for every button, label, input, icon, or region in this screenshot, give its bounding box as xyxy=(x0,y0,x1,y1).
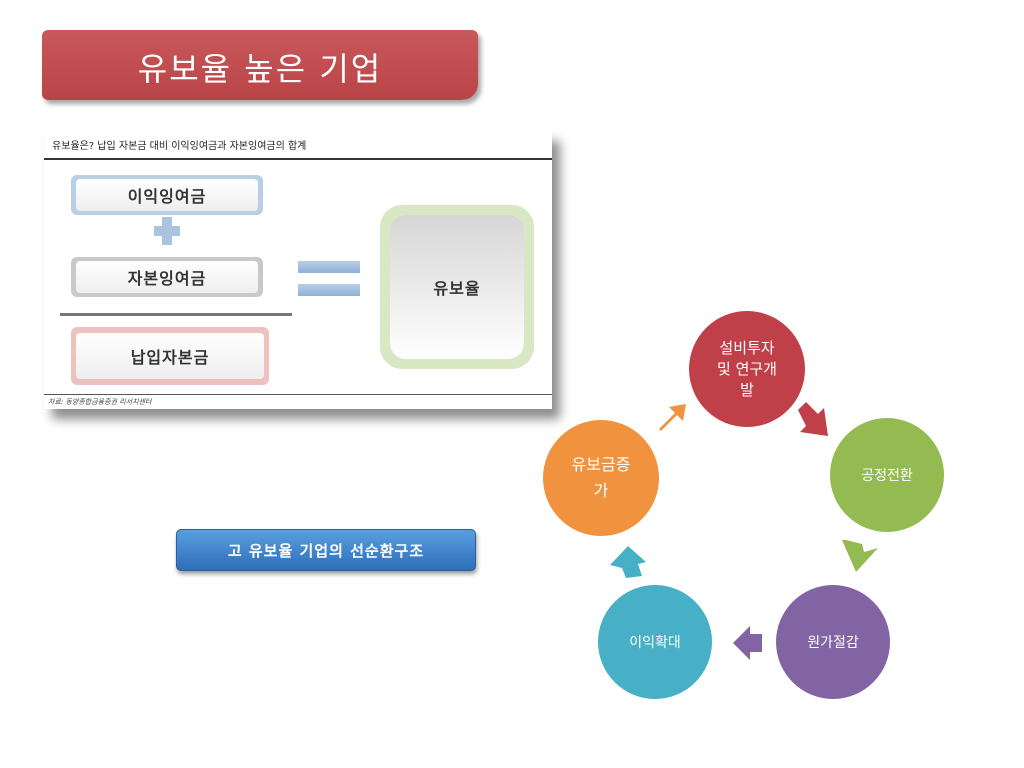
paid-in-capital-label: 납입자본금 xyxy=(76,333,264,379)
page-title: 유보율 높은 기업 xyxy=(137,50,383,88)
plus-icon-bar xyxy=(154,226,180,236)
profit-expansion-node: 이익확대 xyxy=(598,585,712,699)
arrow-down-icon xyxy=(842,540,878,572)
reserve-ratio-label: 유보율 xyxy=(390,215,524,359)
equals-icon-bar xyxy=(298,284,360,296)
process-conversion-node: 공정전환 xyxy=(830,418,944,532)
equals-icon xyxy=(298,261,360,273)
arrow-up-icon xyxy=(610,546,646,578)
formula-panel: 유보율은? 납입 자본금 대비 이익잉여금과 자본잉여금의 합계 이익잉여금 자… xyxy=(44,131,552,409)
capex-rnd-node: 설비투자 및 연구개 발 xyxy=(689,311,805,427)
panel-bottom-rule xyxy=(44,394,552,395)
capital-surplus-box: 자본잉여금 xyxy=(71,257,263,297)
arrow-left-icon xyxy=(733,626,762,660)
cost-reduction-node: 원가절감 xyxy=(776,585,890,699)
arrow-down-right-icon xyxy=(798,402,828,436)
fraction-line xyxy=(60,313,292,316)
retained-earnings-label: 이익잉여금 xyxy=(76,179,258,211)
paid-in-capital-box: 납입자본금 xyxy=(71,327,269,385)
title-banner: 유보율 높은 기업 xyxy=(42,30,478,100)
panel-header: 유보율은? 납입 자본금 대비 이익잉여금과 자본잉여금의 합계 xyxy=(52,141,307,152)
reserve-increase-node: 유보금증 가 xyxy=(543,420,659,536)
source-note: 자료: 동양종합금융증권 리서치센터 xyxy=(48,398,152,406)
cycle-structure-button[interactable]: 고 유보율 기업의 선순환구조 xyxy=(176,529,476,571)
panel-top-rule xyxy=(44,158,552,160)
reserve-ratio-box: 유보율 xyxy=(380,205,534,369)
arrow-up-right-icon xyxy=(659,404,686,431)
retained-earnings-box: 이익잉여금 xyxy=(71,175,263,215)
capital-surplus-label: 자본잉여금 xyxy=(76,261,258,293)
